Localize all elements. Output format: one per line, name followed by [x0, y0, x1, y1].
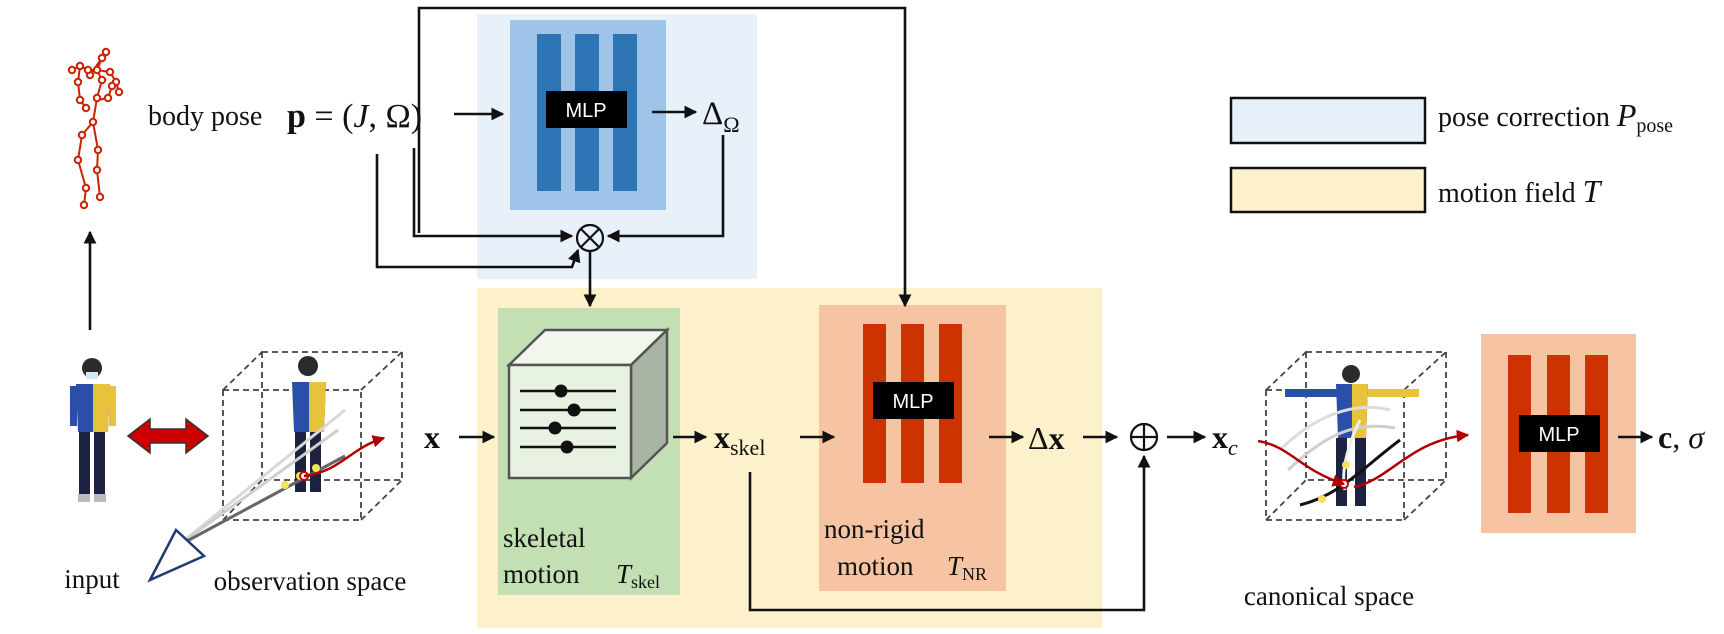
skeleton-pose-icon: [67, 47, 124, 210]
j-to-otimes-line: [375, 154, 581, 269]
canonical-curves: [1257, 405, 1470, 507]
nonrigid-label: non-rigid: [824, 514, 925, 544]
input-label: input: [64, 564, 120, 594]
pose-mlp-label: MLP: [565, 100, 606, 122]
legend-motion-swatch: [1229, 166, 1427, 214]
c-sigma-label: c, σ: [1658, 419, 1705, 455]
delta-omega-label: ΔΩ: [702, 96, 740, 137]
double-red-arrow-icon: [126, 417, 210, 455]
canonical-space-cube: [1265, 351, 1447, 521]
x-input-label: x: [424, 419, 440, 455]
omega-to-otimes-line: [412, 148, 574, 243]
canonical-space-label: canonical space: [1244, 581, 1414, 611]
camera-icon: [147, 527, 207, 583]
body-pose-label: body pose: [148, 101, 262, 132]
skeletal-motion-label: motion: [503, 559, 580, 589]
nonrigid-mlp-label: MLP: [892, 391, 933, 413]
camera-rays: [175, 408, 386, 549]
pose-to-nonrigid-line: [417, 6, 912, 308]
legend-motion-label: motion field T: [1438, 173, 1603, 209]
skeletal-cube-icon: [505, 327, 671, 481]
nonrigid-motion-label: motion: [837, 551, 914, 581]
legend-pose-label: pose correction Ppose: [1438, 97, 1673, 137]
delta-x-label: Δx: [1028, 420, 1065, 456]
nonrigid-mlp-label-box: [873, 382, 954, 419]
canonical-mlp-label-box: [1519, 415, 1600, 452]
otimes-operator: [575, 223, 605, 253]
skeletal-label: skeletal: [503, 523, 585, 553]
legend-pose-swatch: [1229, 96, 1427, 145]
input-person-image: [70, 358, 116, 502]
pose-mlp-label-box: [546, 91, 627, 128]
canonical-mlp-label: MLP: [1538, 424, 1579, 446]
xskel-to-oplus-skip-line: [748, 454, 1151, 612]
observation-person-image: [292, 356, 326, 492]
observation-space-label: observation space: [214, 566, 407, 596]
x-c-label: xc: [1212, 419, 1238, 460]
observation-space-cube: [222, 351, 403, 521]
delta-to-otimes-line: [606, 135, 725, 243]
x-skel-label: xskel: [714, 419, 765, 460]
body-pose-math: p = (J, Ω): [287, 98, 422, 135]
